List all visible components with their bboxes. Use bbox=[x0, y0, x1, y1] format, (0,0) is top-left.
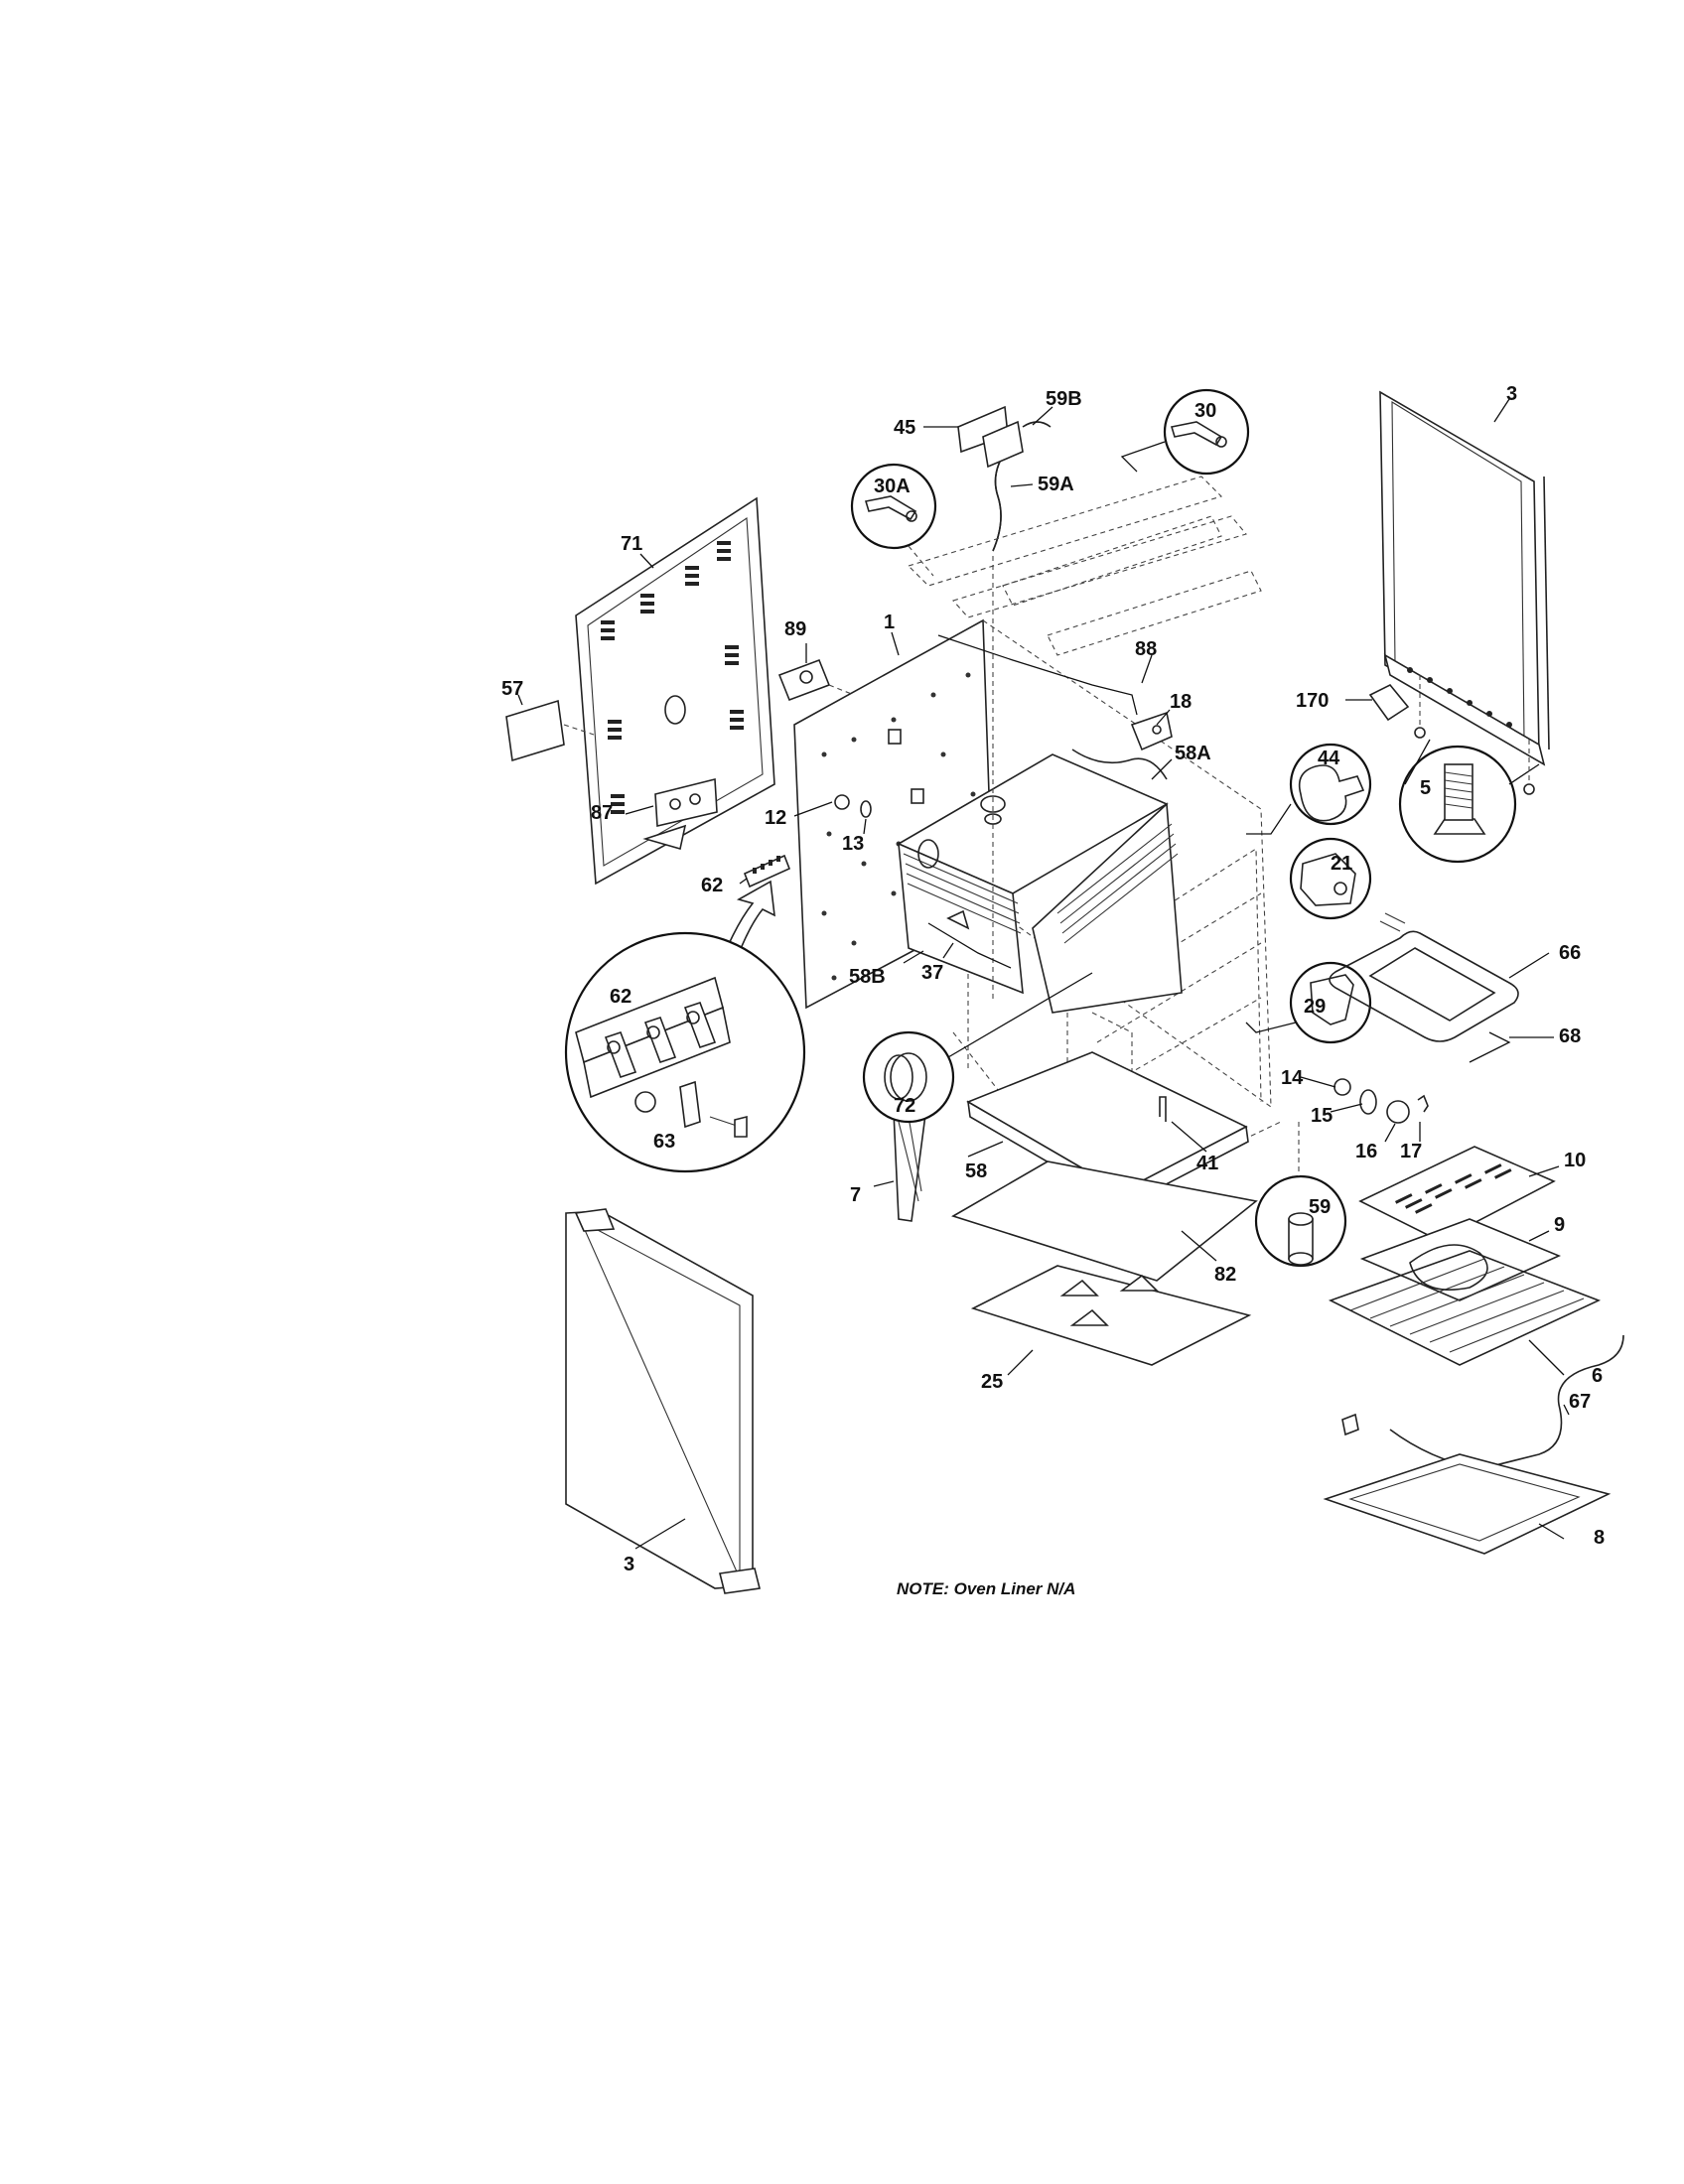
label-7: 7 bbox=[850, 1184, 861, 1206]
label-57: 57 bbox=[501, 678, 523, 700]
label-1: 1 bbox=[884, 612, 895, 633]
callout-72 bbox=[862, 972, 1093, 1124]
bracket-170 bbox=[1368, 683, 1410, 722]
burner-rails bbox=[907, 476, 1262, 656]
label-30a: 30A bbox=[874, 476, 911, 497]
label-13: 13 bbox=[842, 833, 864, 855]
igniter-12-13 bbox=[834, 794, 872, 818]
label-21: 21 bbox=[1331, 853, 1352, 875]
callout-62-large bbox=[564, 931, 806, 1173]
label-44: 44 bbox=[1318, 748, 1340, 769]
label-29: 29 bbox=[1304, 996, 1326, 1018]
callout-5 bbox=[1398, 739, 1540, 864]
oven-light-14-17 bbox=[1333, 1078, 1429, 1124]
access-plate-57 bbox=[505, 699, 595, 762]
label-89: 89 bbox=[784, 618, 806, 640]
label-5: 5 bbox=[1420, 777, 1431, 799]
broil-element-66-68 bbox=[1329, 912, 1519, 1063]
label-17: 17 bbox=[1400, 1141, 1422, 1162]
label-18: 18 bbox=[1170, 691, 1192, 713]
label-71: 71 bbox=[621, 533, 642, 555]
callout-30a bbox=[850, 463, 937, 577]
label-62a: 62 bbox=[701, 875, 723, 896]
side-panel-3-right bbox=[1379, 390, 1550, 795]
terminal-block-62 bbox=[743, 854, 791, 888]
label-66: 66 bbox=[1559, 942, 1581, 964]
label-3-left: 3 bbox=[624, 1554, 634, 1575]
callout-29 bbox=[1245, 961, 1372, 1044]
label-170: 170 bbox=[1296, 690, 1329, 712]
label-63: 63 bbox=[653, 1131, 675, 1153]
label-82: 82 bbox=[1214, 1264, 1236, 1286]
rear-panel-71 bbox=[575, 496, 775, 886]
label-8: 8 bbox=[1594, 1527, 1605, 1549]
label-88: 88 bbox=[1135, 638, 1157, 660]
label-67: 67 bbox=[1569, 1391, 1591, 1413]
label-58b: 58B bbox=[849, 966, 886, 988]
label-58: 58 bbox=[965, 1160, 987, 1182]
bracket-45-59b bbox=[957, 405, 1052, 469]
callout-30 bbox=[1120, 388, 1250, 476]
label-59a: 59A bbox=[1038, 474, 1074, 495]
leader-lines bbox=[517, 398, 1570, 1550]
oven-bottom-parts bbox=[951, 1051, 1258, 1366]
label-9: 9 bbox=[1554, 1214, 1565, 1236]
label-15: 15 bbox=[1311, 1105, 1333, 1127]
label-37: 37 bbox=[921, 962, 943, 984]
label-62b: 62 bbox=[610, 986, 632, 1008]
label-16: 16 bbox=[1355, 1141, 1377, 1162]
label-25: 25 bbox=[981, 1371, 1003, 1393]
label-14: 14 bbox=[1281, 1067, 1304, 1089]
label-45: 45 bbox=[894, 417, 915, 439]
label-59: 59 bbox=[1309, 1196, 1331, 1218]
label-58a: 58A bbox=[1175, 743, 1211, 764]
label-6: 6 bbox=[1592, 1365, 1603, 1387]
label-30: 30 bbox=[1194, 400, 1216, 422]
broil-pan-9 bbox=[1359, 1218, 1562, 1301]
label-72: 72 bbox=[894, 1095, 915, 1117]
label-68: 68 bbox=[1559, 1025, 1581, 1047]
label-59b: 59B bbox=[1046, 388, 1082, 410]
oven-rack-6 bbox=[1328, 1250, 1602, 1366]
label-12: 12 bbox=[765, 807, 786, 829]
clip-18 bbox=[1130, 711, 1173, 751]
broiler-drawer-8 bbox=[1323, 1453, 1612, 1555]
bake-element-67 bbox=[1341, 1334, 1624, 1470]
callout-21 bbox=[1289, 837, 1372, 920]
callout-44 bbox=[1246, 743, 1372, 835]
label-87: 87 bbox=[591, 802, 613, 824]
side-panel-3-left bbox=[565, 1208, 761, 1594]
label-3-right: 3 bbox=[1506, 383, 1517, 405]
note-text: NOTE: Oven Liner N/A bbox=[897, 1579, 1075, 1598]
bracket-89 bbox=[777, 658, 855, 702]
label-41: 41 bbox=[1196, 1153, 1218, 1174]
broil-pan-10 bbox=[1358, 1146, 1556, 1242]
wire-37 bbox=[927, 909, 1012, 969]
part-labels: 71 57 87 89 1 45 59B 59A 30A 30 88 18 58… bbox=[501, 383, 1605, 1575]
callout-59 bbox=[1254, 1122, 1347, 1268]
label-10: 10 bbox=[1564, 1150, 1586, 1171]
